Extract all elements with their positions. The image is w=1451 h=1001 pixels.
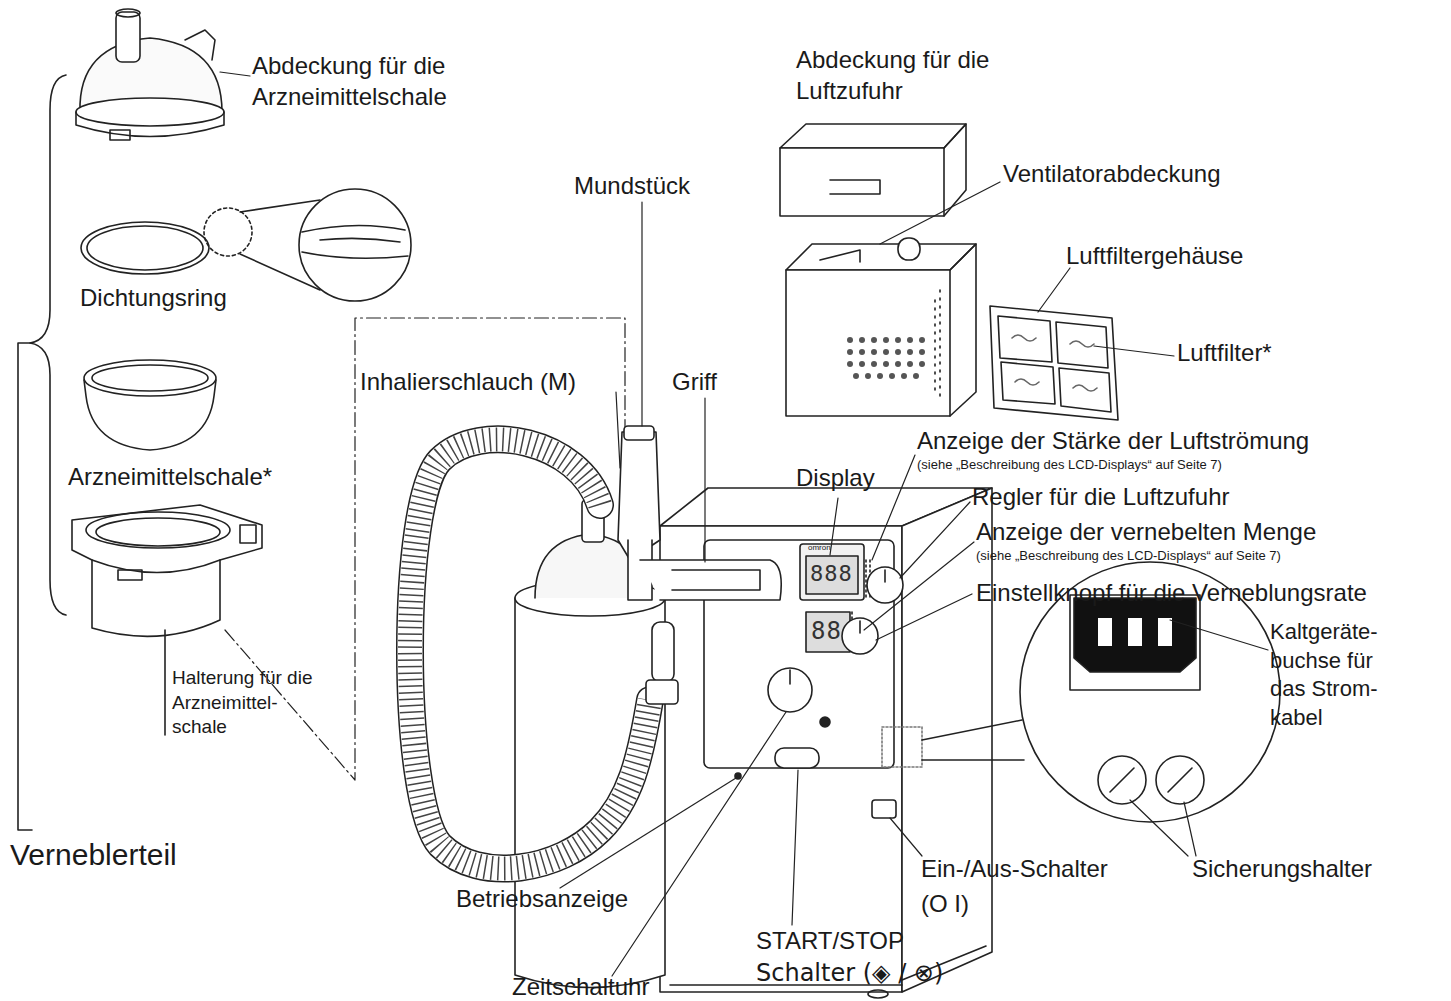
lcd-digits: 88 (811, 616, 842, 647)
medication-cup (84, 360, 216, 450)
group-brace (30, 75, 66, 615)
part-label: Ventilatorabdeckung (1003, 158, 1221, 189)
part-label: Abdeckung für die Luftzufuhr (796, 44, 1036, 106)
part-label: START/STOP (756, 925, 904, 956)
part-label: Schalter (◈ / ⊗) (756, 958, 943, 989)
switch-symbol: (O I) (921, 888, 969, 919)
part-label: Anzeige der Stärke der Luftströmung (917, 425, 1309, 456)
part-label: Display (796, 462, 875, 493)
part-label: Luftfilter* (1177, 337, 1272, 368)
part-label: Dichtungsring (80, 282, 227, 313)
part-label: Inhalierschlauch (M) (360, 366, 576, 397)
part-label: Betriebsanzeige (456, 883, 628, 914)
handle (640, 560, 781, 600)
part-label: Ein-/Aus-Schalter (921, 853, 1108, 884)
part-label: Anzeige der vernebelten Menge (976, 516, 1316, 547)
air-intake-cover (780, 124, 966, 216)
inhalation-hose (410, 439, 650, 868)
part-label: Zeitschaltuhr (512, 971, 649, 1001)
reference-note: (siehe „Beschreibung des LCD-Displays“ a… (917, 457, 1222, 474)
part-label: Kaltgeräte- buchse für das Strom- kabel (1270, 618, 1386, 732)
group-label: Verneblerteil (10, 835, 177, 874)
reference-note: (siehe „Beschreibung des LCD-Displays“ a… (976, 548, 1281, 565)
part-label: Luftfiltergehäuse (1066, 240, 1243, 271)
part-label: Abdeckung für die Arzneimittelschale (252, 50, 492, 112)
lcd-digits: 888 (810, 560, 853, 589)
group-bracket (18, 343, 32, 830)
part-label: Sicherungshalter (1192, 853, 1372, 884)
air-filter-case (990, 306, 1118, 420)
part-label: Mundstück (574, 170, 690, 201)
brand-mark: omron (808, 543, 831, 553)
side-tube (646, 622, 678, 704)
part-label: Halterung für die Arzneimittel- schale (172, 666, 322, 740)
part-label: Arzneimittelschale* (68, 461, 272, 492)
part-label: Griff (672, 366, 717, 397)
part-label: Einstellknopf für die Verneblungsrate (976, 577, 1367, 608)
medication-cup-cover (76, 9, 224, 140)
part-label: Regler für die Luftzufuhr (972, 481, 1229, 512)
fan-cover (786, 238, 976, 416)
medication-cup-holder (72, 505, 262, 636)
